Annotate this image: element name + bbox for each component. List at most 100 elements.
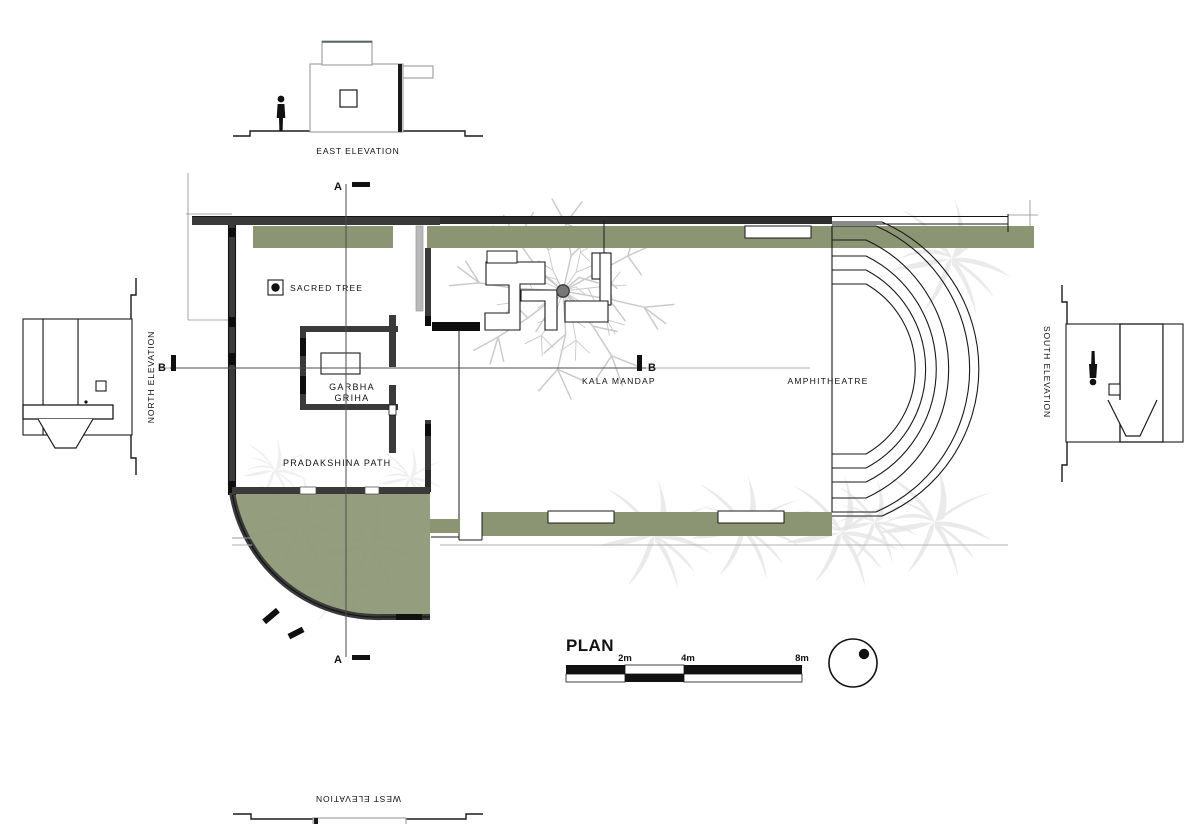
section-a-label-top: A	[334, 181, 342, 193]
bench-north-1	[744, 225, 812, 239]
amphitheatre-label: AMPHITHEATRE	[787, 376, 868, 386]
amphitheatre-tier-3	[832, 269, 927, 469]
east-window	[339, 89, 358, 108]
bench-south-1	[547, 510, 615, 524]
wall-temple-east-door	[425, 316, 431, 326]
east-dark-band	[398, 64, 402, 132]
amphitheatre-tier-1	[832, 239, 950, 499]
wall-temple-east-opening	[425, 424, 431, 436]
north-window	[95, 380, 107, 392]
garbha-opening-west-2	[300, 376, 306, 394]
kala-mandap-platform	[484, 252, 612, 331]
garbha-pier-ne	[389, 315, 396, 367]
elevation-east: EAST ELEVATION	[233, 40, 483, 156]
garbha-pier-gap	[388, 404, 397, 416]
amphitheatre-outer-edge	[832, 221, 980, 517]
amphitheatre-tier-4	[832, 283, 916, 455]
south-window	[1108, 383, 1121, 396]
section-line-b: B B	[158, 355, 656, 374]
south-elevation-label: SOUTH ELEVATION	[1042, 326, 1052, 418]
scale-bar: 2m 4m 8m	[565, 653, 809, 683]
sacred-tree-icon	[271, 283, 280, 292]
green-strip-northwest	[253, 226, 393, 248]
scale-seg-top-3	[684, 665, 802, 674]
sacred-tree-key-label: SACRED TREE	[290, 283, 363, 293]
kala-mandap-step-se	[564, 300, 609, 323]
plan-title-block: PLAN 2m 4m 8m	[565, 636, 878, 688]
scale-seg-top-1	[566, 665, 625, 674]
scale-seg-bot-2	[625, 674, 684, 682]
bench-south-2	[717, 510, 785, 524]
wall-west-opening-1	[229, 228, 235, 237]
section-a-head-bottom	[352, 655, 370, 660]
sacred-tree-key: SACRED TREE	[267, 279, 363, 296]
kala-mandap-step-main	[484, 261, 546, 331]
site-plan: GARBHA GRIHA PRADAKSHINA PATH SACRED TRE…	[158, 173, 1038, 666]
section-b-head-right	[637, 355, 642, 371]
curved-wall-opening-c	[396, 614, 422, 620]
north-detail-dot	[84, 400, 88, 404]
bench-north-2	[486, 250, 518, 264]
section-a-head-top	[352, 182, 370, 187]
section-b-label-left: B	[158, 362, 166, 374]
entry-threshold-bar	[432, 322, 480, 331]
curved-garden-wall-outline	[231, 491, 430, 618]
section-a-label-bottom: A	[334, 654, 342, 666]
west-elevation-label: WEST ELEVATION	[315, 794, 401, 804]
wall-pradakshina-south	[232, 487, 430, 494]
south-canopy	[1107, 399, 1158, 437]
south-upper-block	[1162, 323, 1184, 443]
wall-north-main	[440, 217, 832, 224]
east-elevation-label: EAST ELEVATION	[316, 146, 399, 156]
east-side-block	[402, 65, 434, 79]
elevation-west: WEST ELEVATION	[233, 794, 483, 824]
wall-temple-east-lower	[425, 420, 431, 470]
pradakshina-gap-2	[364, 486, 380, 495]
north-dot	[858, 648, 870, 660]
west-dark-band	[314, 818, 318, 824]
west-main-block	[312, 817, 407, 824]
curved-wall-opening-a	[262, 607, 280, 625]
wall-temple-east-upper	[425, 248, 431, 316]
kala-mandap-label: KALA MANDAP	[582, 376, 656, 386]
section-b-label-right: B	[648, 362, 656, 374]
green-quarter-garden	[232, 492, 430, 617]
green-strip-north	[427, 226, 1034, 248]
north-vertical-fin	[22, 404, 114, 420]
plan-title: PLAN	[566, 636, 614, 655]
north-canopy	[37, 418, 94, 449]
scale-seg-bot-3	[683, 673, 803, 683]
pradakshina-gap-1	[299, 486, 317, 495]
garbha-wall-north	[300, 326, 398, 332]
wall-temple-east-base	[425, 470, 431, 492]
human-scale-figure-icon	[276, 95, 286, 131]
scale-tick-8m: 8m	[795, 653, 809, 664]
kala-mandap-step-ne-b	[599, 252, 612, 306]
wall-west-opening-2	[229, 317, 235, 327]
glazed-screen-wall	[415, 225, 424, 312]
human-scale-figure-icon-south	[1089, 351, 1098, 386]
wall-west-opening-3	[229, 353, 235, 365]
garbha-griha-label-line2: GRIHA	[334, 393, 369, 403]
sacred-tree-trunk	[556, 284, 570, 298]
east-upper-block	[321, 40, 373, 66]
sanctum-deity-platform	[320, 352, 361, 375]
scale-seg-bot-1	[565, 673, 626, 683]
elevation-south: SOUTH ELEVATION	[1042, 285, 1184, 482]
scale-tick-4m: 4m	[681, 653, 695, 664]
north-indicator-icon	[828, 638, 878, 688]
garbha-griha-label-line1: GARBHA	[329, 382, 375, 392]
garbha-wall-south	[300, 404, 398, 410]
garbha-opening-west	[300, 338, 306, 356]
section-line-a: A A	[334, 181, 370, 666]
north-circle	[828, 638, 878, 688]
wall-north-west-segment	[192, 217, 440, 225]
pradakshina-path-label: PRADAKSHINA PATH	[283, 458, 391, 468]
bench-group	[486, 225, 812, 524]
amphitheatre	[831, 221, 980, 517]
scale-tick-2m: 2m	[618, 653, 632, 664]
amphitheatre-outer	[832, 225, 971, 513]
north-elevation-label: NORTH ELEVATION	[146, 331, 156, 423]
